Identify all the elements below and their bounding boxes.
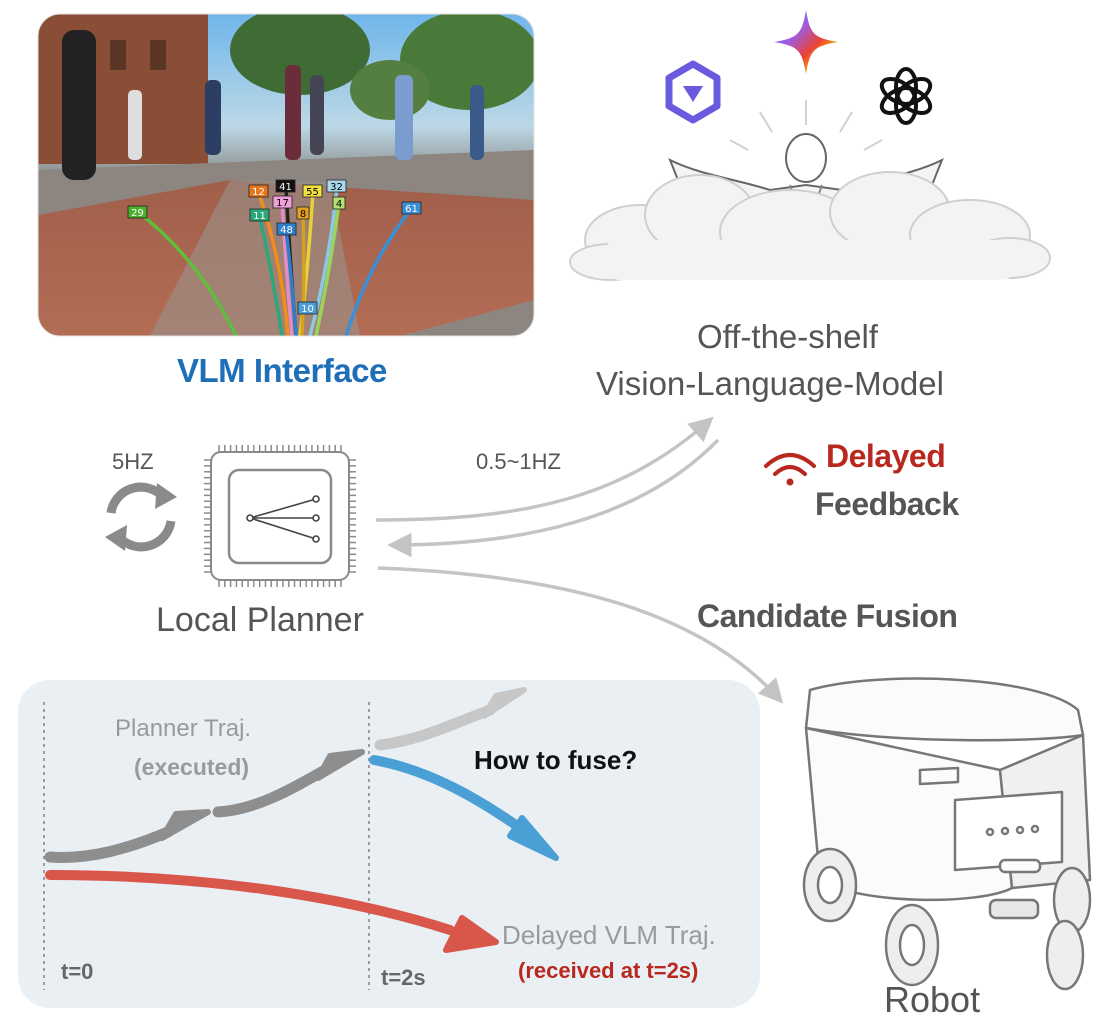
candidate-tag-label: 41 bbox=[279, 182, 292, 193]
candidate-tag-box bbox=[302, 184, 323, 198]
refresh-icon bbox=[105, 482, 177, 552]
candidate-tag-label: 11 bbox=[253, 211, 266, 222]
openai-logo-icon bbox=[879, 67, 933, 125]
gemini-logo-icon bbox=[774, 10, 838, 74]
vlm-interface-title: VLM Interface bbox=[177, 352, 387, 389]
candidate-fusion-label: Candidate Fusion bbox=[697, 598, 958, 634]
vlm-label-line2: Vision-Language-Model bbox=[596, 365, 944, 402]
candidate-tags: 29 12 41 55 32 4 17 11 8 48 61 10 bbox=[127, 179, 422, 315]
time-two-label: t=2s bbox=[381, 965, 426, 990]
candidate-tag-box bbox=[326, 179, 347, 193]
vlm-trajectory bbox=[45, 870, 499, 953]
vlm-traj-label: Delayed VLM Traj. bbox=[502, 920, 716, 950]
feedback-label: Feedback bbox=[815, 486, 959, 522]
camera-view bbox=[38, 14, 534, 336]
candidate-tag-box bbox=[276, 222, 297, 236]
delivery-robot-illustration bbox=[802, 677, 1092, 991]
camera-view-border bbox=[37, 13, 535, 337]
candidate-tag-box bbox=[127, 205, 148, 219]
candidate-tag-box bbox=[249, 208, 270, 222]
candidate-tag-label: 55 bbox=[306, 187, 319, 198]
planner-traj-sublabel: (executed) bbox=[134, 754, 250, 780]
vlm-label-line1: Off-the-shelf bbox=[697, 318, 878, 355]
candidate-tag-label: 8 bbox=[300, 209, 306, 220]
candidate-tag-label: 32 bbox=[330, 182, 343, 193]
qwen-logo-icon bbox=[665, 60, 721, 124]
candidate-tag-box bbox=[401, 201, 422, 215]
vlm-rate: 0.5~1HZ bbox=[476, 449, 561, 474]
delayed-label: Delayed bbox=[826, 438, 946, 474]
candidate-tag-box bbox=[248, 184, 269, 198]
time-markers bbox=[43, 702, 370, 990]
candidate-tag-box bbox=[297, 301, 318, 315]
candidate-tag-box bbox=[296, 206, 310, 220]
candidate-tag-label: 4 bbox=[336, 199, 342, 210]
local-planner-label: Local Planner bbox=[156, 601, 364, 639]
robot-label: Robot bbox=[884, 979, 981, 1020]
planner-traj-label: Planner Traj. bbox=[115, 715, 252, 742]
arrow-from-vlm bbox=[387, 438, 720, 558]
fused-trajectory bbox=[369, 755, 559, 861]
time-zero-label: t=0 bbox=[61, 959, 94, 984]
arrow-to-vlm bbox=[375, 416, 714, 522]
arrow-to-robot bbox=[377, 566, 784, 704]
candidate-tag-label: 61 bbox=[405, 204, 418, 215]
vlm-traj-sublabel: (received at t=2s) bbox=[518, 958, 699, 983]
how-to-fuse-label: How to fuse? bbox=[474, 745, 638, 775]
candidate-tag-label: 17 bbox=[276, 198, 289, 209]
candidate-tag-label: 10 bbox=[301, 304, 314, 315]
candidate-tag-box bbox=[272, 195, 293, 209]
wifi-icon bbox=[764, 453, 816, 486]
timeline-panel bbox=[18, 680, 760, 1008]
candidate-tag-label: 29 bbox=[131, 208, 144, 219]
flow-arrows bbox=[375, 416, 784, 704]
planner-chip-icon bbox=[204, 445, 356, 587]
candidate-tag-label: 48 bbox=[280, 225, 293, 236]
candidate-tag-label: 12 bbox=[252, 187, 265, 198]
candidate-tag-box bbox=[332, 196, 346, 210]
candidate-tag-box bbox=[275, 179, 296, 193]
planner-trajectory bbox=[44, 687, 527, 863]
planner-rate: 5HZ bbox=[112, 449, 154, 474]
vlm-deity-illustration bbox=[569, 100, 1051, 281]
